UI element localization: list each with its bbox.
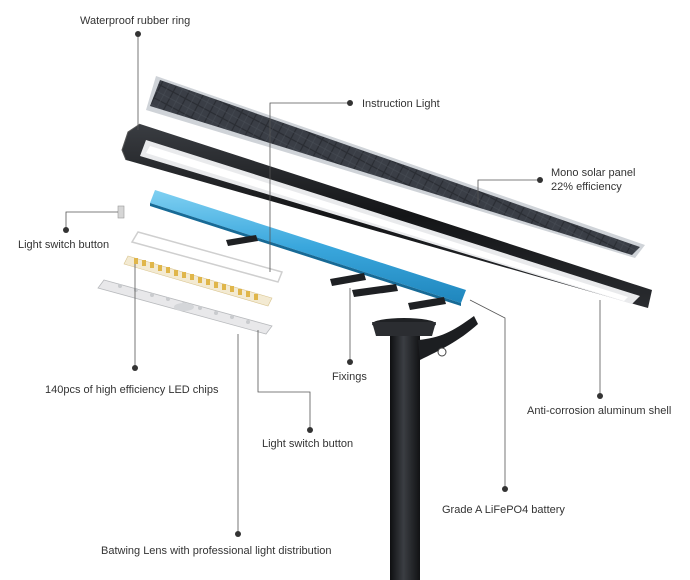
label-solar-panel-line2: 22% efficiency	[551, 181, 622, 193]
label-lens: Batwing Lens with professional light dis…	[101, 545, 332, 557]
label-led-chips: 140pcs of high efficiency LED chips	[45, 384, 219, 396]
label-waterproof-ring: Waterproof rubber ring	[80, 15, 191, 27]
label-fixings: Fixings	[332, 371, 367, 383]
dot-led-chips	[132, 365, 138, 371]
batwing-lens	[97, 279, 273, 335]
solar-panel	[146, 76, 645, 258]
leader-lines	[65, 34, 601, 534]
aluminum-shell	[121, 123, 652, 308]
label-instruction-light: Instruction Light	[362, 98, 440, 110]
fixings	[226, 235, 446, 310]
label-switch-button-left: Light switch button	[18, 239, 110, 251]
dot-shell	[597, 393, 603, 399]
label-battery: Grade A LiFePO4 battery	[442, 504, 565, 516]
dot-solar-panel	[537, 177, 543, 183]
pole	[372, 316, 478, 580]
switch-button-part	[117, 205, 125, 219]
label-switch-button-bottom: Light switch button	[262, 438, 354, 450]
dot-lens	[235, 531, 241, 537]
dot-instruction-light	[347, 100, 353, 106]
label-solar-panel-line1: Mono solar panel	[551, 167, 636, 179]
label-shell: Anti-corrosion aluminum shell	[527, 405, 672, 417]
led-chip-board	[123, 255, 273, 307]
label-solar-panel: Mono solar panel 22% efficiency	[551, 166, 661, 194]
leader-dots	[63, 31, 603, 537]
dot-waterproof-ring	[135, 31, 141, 37]
dot-switch-bottom	[307, 427, 313, 433]
dot-fixings	[347, 359, 353, 365]
dot-battery	[502, 486, 508, 492]
lifepo4-battery	[150, 190, 466, 306]
instruction-light-frame	[130, 231, 284, 283]
dot-switch-left	[63, 227, 69, 233]
